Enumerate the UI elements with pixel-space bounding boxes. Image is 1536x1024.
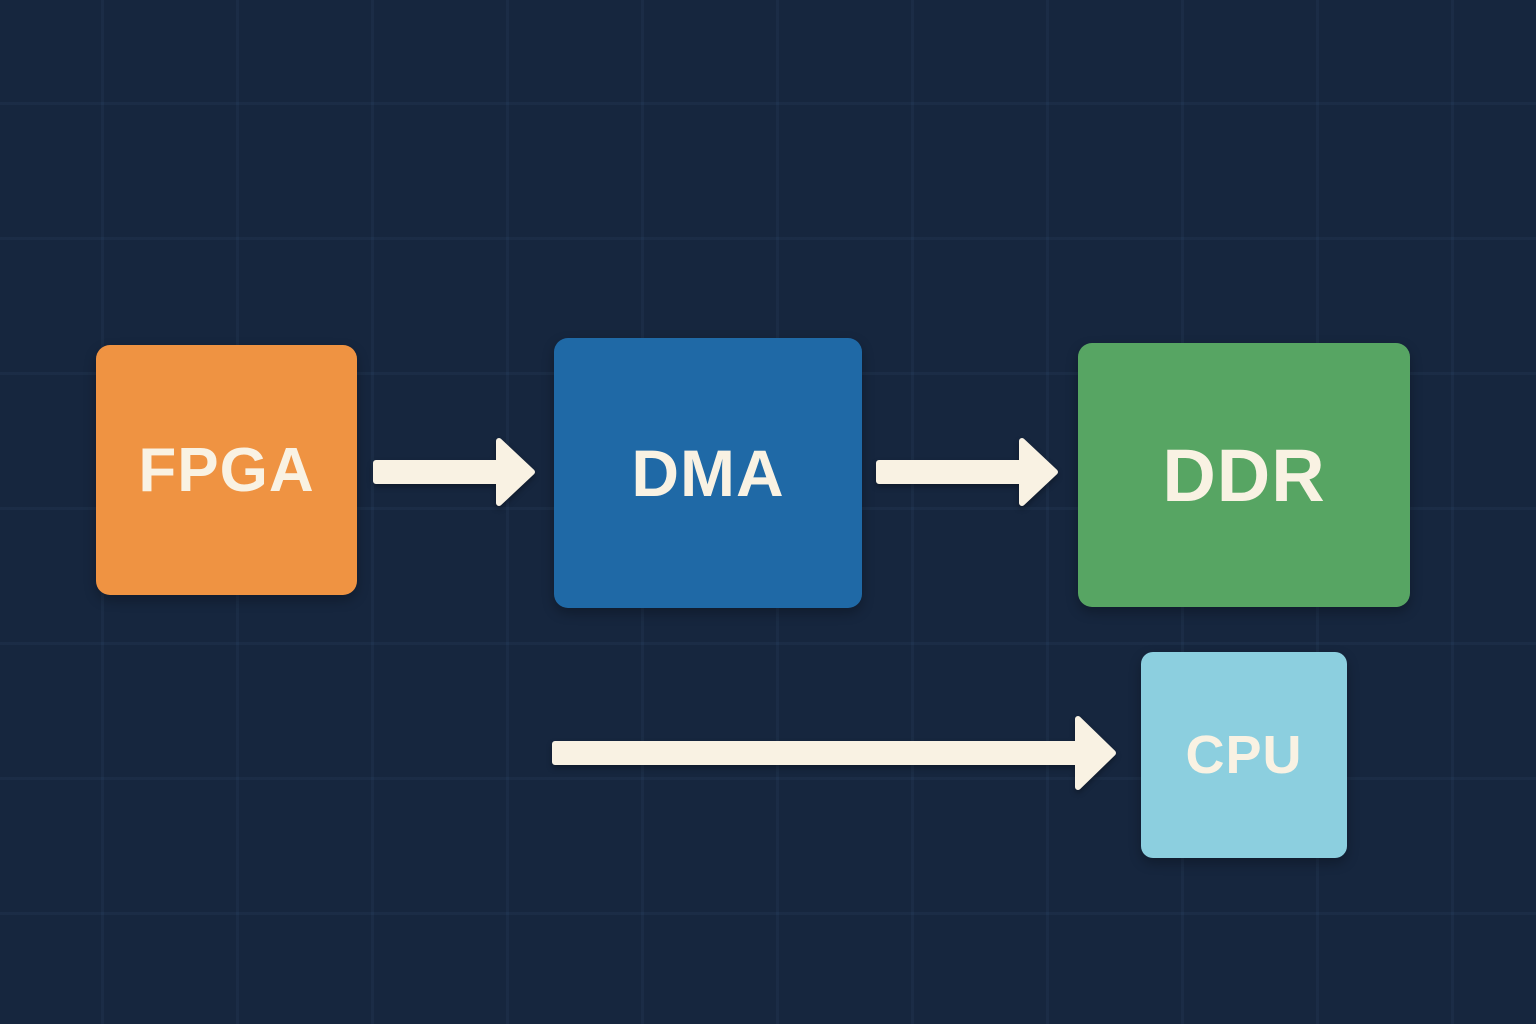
node-cpu: CPU bbox=[1141, 652, 1347, 858]
arrow-to-cpu-icon bbox=[552, 716, 1116, 790]
node-fpga: FPGA bbox=[96, 345, 357, 595]
node-dma: DMA bbox=[554, 338, 862, 608]
arrow-shape bbox=[373, 438, 535, 506]
arrow-fpga-to-dma-icon bbox=[373, 438, 535, 506]
node-fpga-label: FPGA bbox=[138, 435, 315, 505]
node-ddr-label: DDR bbox=[1162, 433, 1326, 517]
arrow-shape bbox=[876, 438, 1058, 506]
node-dma-label: DMA bbox=[631, 436, 785, 510]
node-cpu-label: CPU bbox=[1185, 725, 1303, 785]
node-ddr: DDR bbox=[1078, 343, 1410, 607]
arrow-shape bbox=[552, 716, 1116, 790]
arrow-dma-to-ddr-icon bbox=[876, 438, 1058, 506]
